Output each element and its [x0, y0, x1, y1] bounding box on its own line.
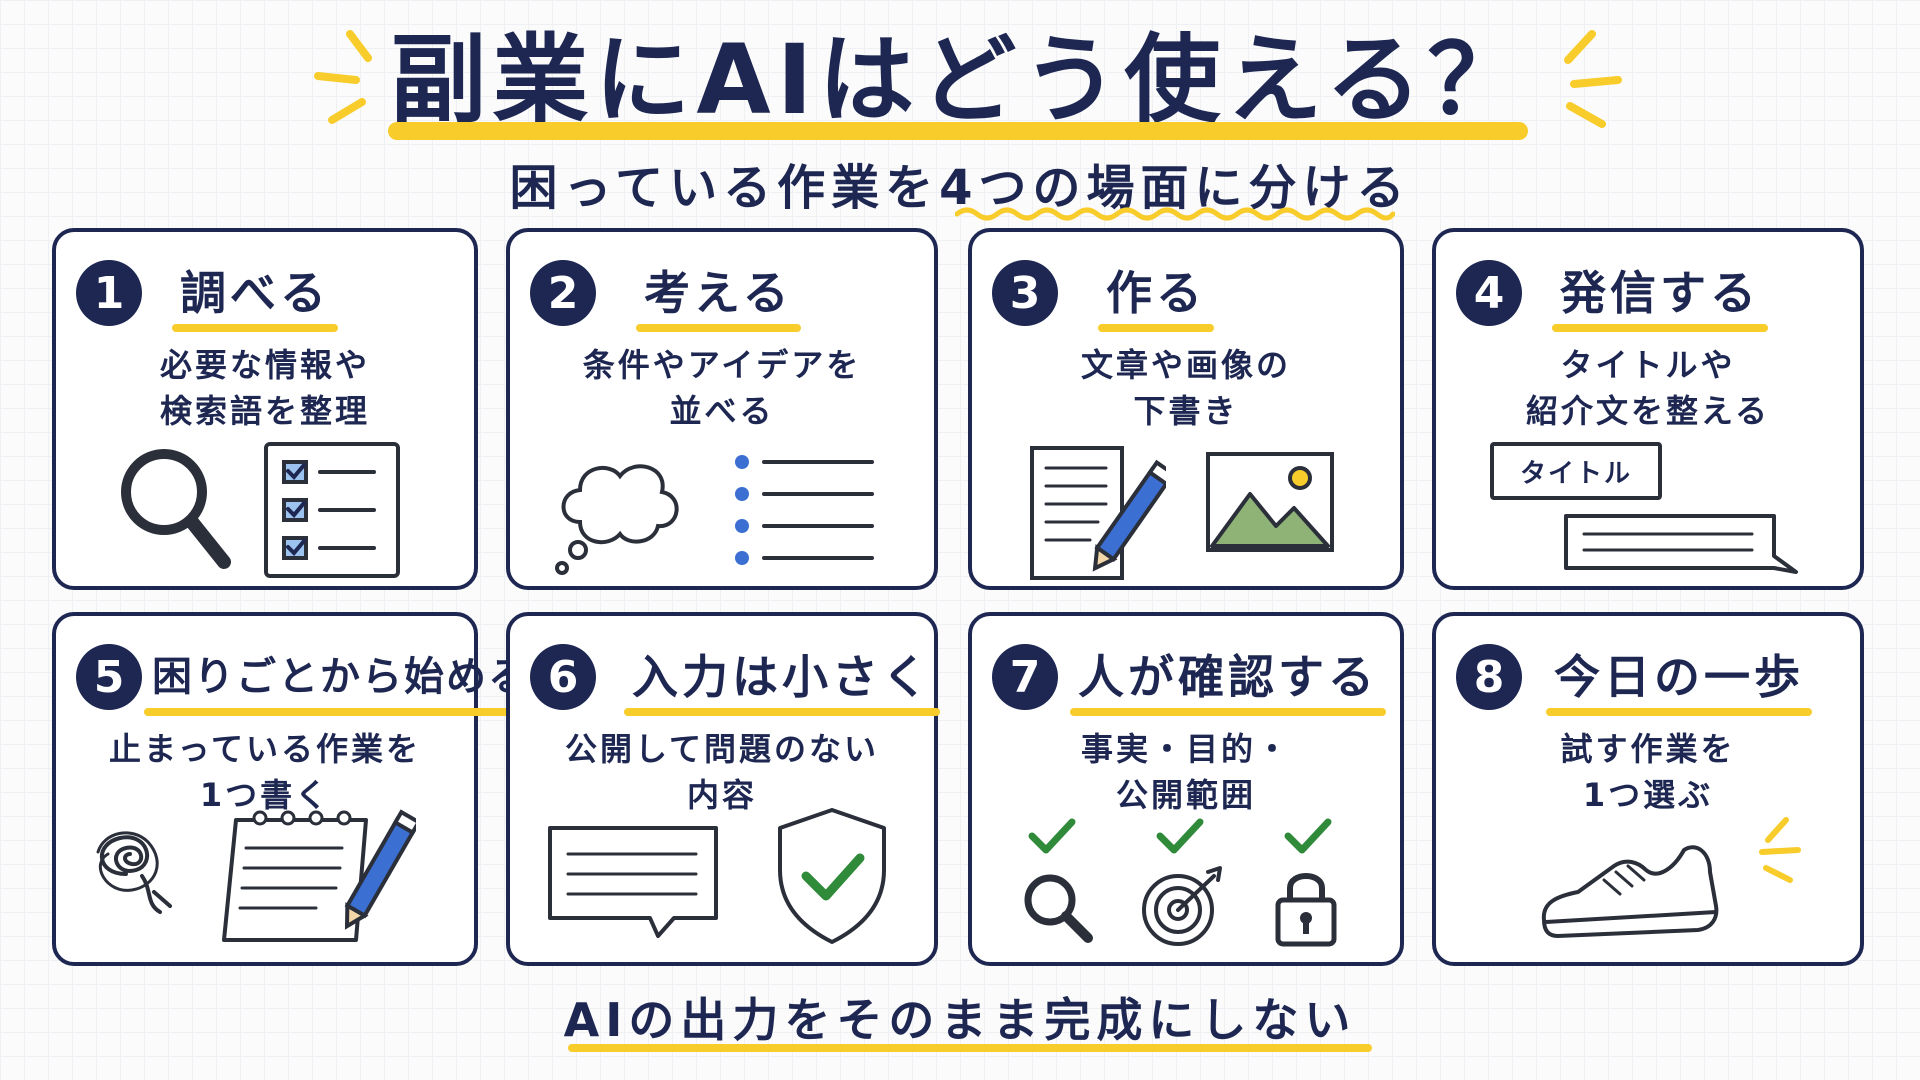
- card-title: 考える: [636, 260, 801, 332]
- checklist-icon: [264, 442, 400, 578]
- motion-lines-icon: [1759, 817, 1801, 883]
- footer-note: AIの出力をそのまま完成にしない: [563, 993, 1357, 1047]
- magnifier-icon: [121, 449, 231, 569]
- speech-bubble-icon: [1564, 514, 1798, 574]
- notepad-pencil-icon: [222, 809, 416, 942]
- card-title: 作る: [1098, 260, 1214, 332]
- page-subtitle: 困っている作業を4つの場面に分ける: [509, 160, 1411, 216]
- subtitle-wavy-underline: [955, 207, 1395, 221]
- card-description: 事実・目的・公開範囲: [1080, 730, 1291, 814]
- thought-bubble-icon: [555, 464, 679, 575]
- list-icon: [735, 455, 874, 565]
- target-icon: [1142, 866, 1222, 946]
- card-research: 1 調べる 必要な情報や検索語を整理: [52, 228, 478, 590]
- title-tag: タイトル: [1490, 442, 1662, 500]
- card-description: 公開して問題のない内容: [564, 730, 880, 814]
- check-mark-icon: [1028, 818, 1076, 854]
- card-title: 困りごとから始める: [144, 644, 538, 716]
- shield-check-icon: [778, 808, 886, 944]
- footer-underline: [568, 1044, 1372, 1052]
- card-title: 発信する: [1552, 260, 1768, 332]
- card-description: 条件やアイデアを並べる: [582, 346, 862, 430]
- card-title: 入力は小さく: [624, 644, 940, 716]
- sneaker-icon: [1541, 845, 1719, 938]
- card-description: タイトルや紹介文を整える: [1525, 346, 1771, 430]
- card-create: 3 作る 文章や画像の下書き: [968, 228, 1404, 590]
- card-title: 今日の一歩: [1546, 644, 1812, 716]
- page-title: 副業にAIはどう使える？: [390, 24, 1530, 136]
- title-underline: [388, 122, 1528, 140]
- message-bubble-icon: [548, 826, 718, 938]
- image-icon: [1206, 452, 1334, 552]
- card-publish: 4 発信する タイトルや紹介文を整える タイトル: [1432, 228, 1864, 590]
- card-number: 2: [530, 260, 596, 326]
- sparkle-left-icon: [314, 30, 372, 124]
- card-number: 8: [1456, 644, 1522, 710]
- document-pencil-icon: [1030, 446, 1166, 580]
- card-number: 5: [76, 644, 142, 710]
- sparkle-right-icon: [1564, 30, 1622, 128]
- lock-icon: [1275, 873, 1337, 947]
- card-number: 1: [76, 260, 142, 326]
- card-number: 4: [1456, 260, 1522, 326]
- card-description: 必要な情報や検索語を整理: [159, 346, 370, 430]
- card-number: 7: [992, 644, 1058, 710]
- card-description: 文章や画像の下書き: [1080, 346, 1291, 430]
- card-small-input: 6 入力は小さく 公開して問題のない内容: [506, 612, 940, 966]
- magnifier-icon: [1024, 874, 1093, 943]
- card-number: 3: [992, 260, 1058, 326]
- scribble-icon: [96, 831, 172, 914]
- check-mark-icon: [1284, 818, 1332, 854]
- card-think: 2 考える 条件やアイデアを並べる: [506, 228, 938, 590]
- check-mark-icon: [1156, 818, 1204, 854]
- card-human-check: 7 人が確認する 事実・目的・公開範囲: [968, 612, 1404, 966]
- card-title: 調べる: [172, 260, 338, 332]
- card-number: 6: [530, 644, 596, 710]
- card-title: 人が確認する: [1070, 644, 1386, 716]
- title-tag-label: タイトル: [1519, 458, 1632, 489]
